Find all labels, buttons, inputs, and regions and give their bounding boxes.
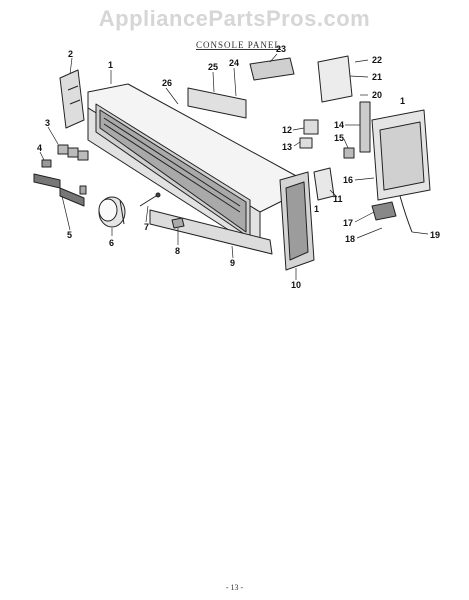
bracket-21 <box>317 55 353 103</box>
callout-5: 5 <box>67 230 72 240</box>
console-panel <box>87 83 301 255</box>
push-buttons <box>57 144 89 161</box>
watermark-logo: AppliancePartsPros.com <box>98 6 371 31</box>
callout-1: 1 <box>108 60 113 70</box>
callout-21: 21 <box>372 72 382 82</box>
callout-18: 18 <box>345 234 355 244</box>
callout-1c: 1 <box>314 204 319 214</box>
callout-10: 10 <box>291 280 301 290</box>
callout-15: 15 <box>334 133 344 143</box>
callout-19: 19 <box>430 230 440 240</box>
screw-8 <box>171 217 185 229</box>
section-title: CONSOLE PANEL <box>196 40 281 50</box>
callout-7: 7 <box>144 222 149 232</box>
callout-2: 2 <box>68 49 73 59</box>
callout-4: 4 <box>37 143 42 153</box>
vent-grille <box>279 171 315 271</box>
callout-23: 23 <box>276 44 286 54</box>
wire-19 <box>399 195 413 233</box>
terminal-14 <box>359 101 371 153</box>
timer-assembly <box>371 109 431 201</box>
callout-14: 14 <box>334 120 344 130</box>
page-number: - 13 - <box>225 583 244 592</box>
control-knob <box>98 196 126 228</box>
callout-22: 22 <box>372 55 382 65</box>
callout-26: 26 <box>162 78 172 88</box>
callout-9: 9 <box>230 258 235 268</box>
bracket-11 <box>313 167 335 201</box>
callout-24: 24 <box>229 58 239 68</box>
callout-25: 25 <box>208 62 218 72</box>
connector-17 <box>371 201 397 221</box>
part-15 <box>343 147 355 159</box>
callout-17: 17 <box>343 218 353 228</box>
callout-16: 16 <box>343 175 353 185</box>
small-button <box>41 159 52 168</box>
clip-12 <box>303 119 319 135</box>
callout-12: 12 <box>282 125 292 135</box>
callout-13: 13 <box>282 142 292 152</box>
callout-6: 6 <box>109 238 114 248</box>
plate-25 <box>187 87 247 119</box>
callout-20: 20 <box>372 90 382 100</box>
callout-11: 11 <box>333 194 343 204</box>
clip-13 <box>299 137 313 149</box>
side-bracket <box>59 69 85 129</box>
callout-3: 3 <box>45 118 50 128</box>
switch-block-23 <box>249 57 295 81</box>
callout-1b: 1 <box>400 96 405 106</box>
screw-7 <box>139 192 161 207</box>
callout-8: 8 <box>175 246 180 256</box>
button-strips <box>33 173 87 207</box>
